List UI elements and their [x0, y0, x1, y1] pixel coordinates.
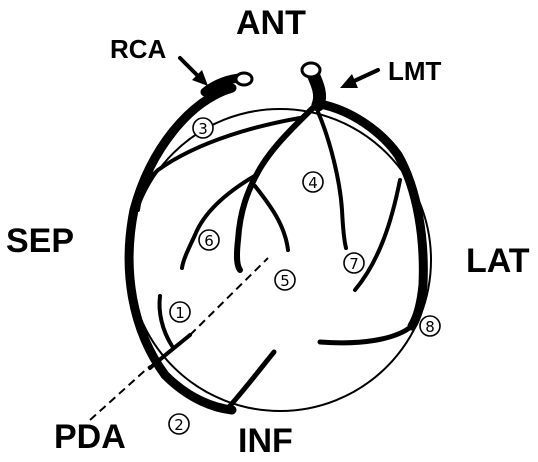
segment-6-label: 6 — [204, 232, 214, 250]
segment-7-marker: 7 — [343, 252, 365, 274]
lcx-branch-8 — [317, 323, 415, 346]
segment-7-label: 7 — [349, 255, 359, 273]
segment-1-label: 1 — [175, 304, 185, 322]
segment-4-marker: 4 — [302, 171, 324, 193]
segment-8-label: 8 — [425, 318, 435, 336]
label-lat: LAT — [466, 242, 530, 280]
lad-branch-upper — [136, 116, 302, 212]
pda-branch — [148, 333, 192, 370]
lmt-arrow — [340, 68, 380, 88]
label-rca: RCA — [110, 34, 167, 64]
label-pda: PDA — [54, 418, 126, 456]
segment-4-label: 4 — [308, 174, 318, 192]
lad-branch-6 — [180, 172, 260, 270]
segment-8-marker: 8 — [419, 315, 441, 337]
segment-5-label: 5 — [280, 272, 290, 290]
lad-vessel — [233, 102, 319, 273]
lcx-branch-7 — [353, 178, 402, 292]
label-inf: INF — [238, 422, 293, 460]
pda-dashed-line — [89, 365, 151, 421]
segment-2-label: 2 — [174, 416, 184, 434]
segment-6-marker: 6 — [198, 229, 220, 251]
label-lmt: LMT — [388, 56, 442, 86]
lad-branch-5 — [253, 184, 290, 252]
segment-2-marker: 2 — [168, 413, 190, 435]
lcx-vessel — [315, 99, 428, 331]
segment-3-label: 3 — [198, 120, 208, 138]
heart-outline — [128, 108, 432, 412]
label-ant: ANT — [236, 4, 306, 42]
segment-5-marker: 5 — [274, 269, 296, 291]
lcx-branch-4 — [316, 110, 348, 250]
label-sep: SEP — [6, 222, 74, 260]
septal-dashed-line — [189, 257, 269, 336]
rca-side-branch — [157, 294, 174, 348]
rca-inferior-branch — [225, 349, 277, 411]
segment-1-marker: 1 — [169, 301, 191, 323]
rca-ostium-opening — [234, 71, 254, 87]
rca-vessel — [124, 83, 237, 415]
segment-3-marker: 3 — [192, 117, 214, 139]
lmt-ostium-opening — [300, 61, 322, 79]
rca-arrow — [178, 56, 208, 86]
